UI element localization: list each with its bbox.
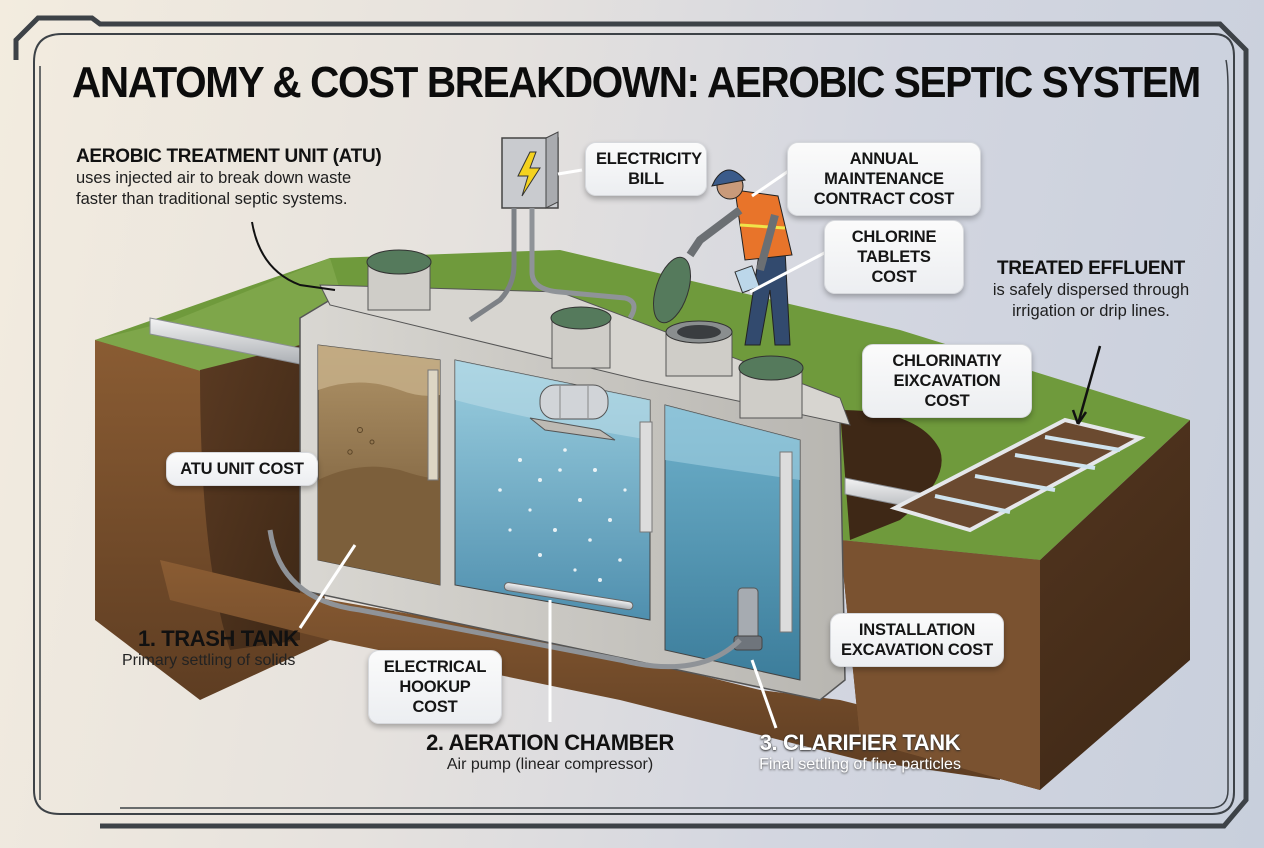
effluent-description: TREATED EFFLUENT is safely dispersed thr… xyxy=(966,258,1216,322)
effluent-pump xyxy=(733,587,763,651)
atu-description: AEROBIC TREATMENT UNIT (ATU) uses inject… xyxy=(76,146,382,210)
callout-electrical-hookup: ELECTRICAL HOOKUP COST xyxy=(368,650,502,724)
effluent-desc-line2: irrigation or drip lines. xyxy=(1012,302,1170,320)
drip-irrigation-field xyxy=(889,417,1146,533)
riser-chlorinator xyxy=(653,256,733,377)
maintenance-worker xyxy=(686,169,793,346)
electrical-conduit xyxy=(468,208,517,323)
atu-desc-line2: faster than traditional septic systems. xyxy=(76,190,348,208)
riser-3 xyxy=(738,355,804,419)
riser-1 xyxy=(366,249,432,311)
lightning-bolt-icon xyxy=(517,151,541,197)
stage-3-clarifier-tank: 3. CLARIFIER TANK Final settling of fine… xyxy=(759,730,961,773)
electrical-box xyxy=(501,131,559,209)
page-title: ANATOMY & COST BREAKDOWN: AEROBIC SEPTIC… xyxy=(72,58,1201,107)
callout-chlorination-excavation: CHLORINATIY EIXCAVATION COST xyxy=(862,344,1032,418)
atu-heading: AEROBIC TREATMENT UNIT (ATU) xyxy=(76,146,382,167)
callout-chlorine-tablets: CHLORINE TABLETS COST xyxy=(824,220,964,294)
stage-2-aeration-chamber: 2. AERATION CHAMBER Air pump (linear com… xyxy=(426,730,674,773)
riser-2 xyxy=(550,306,612,369)
diffuser-bar xyxy=(503,582,634,611)
callout-annual-maintenance: ANNUAL MAINTENANCE CONTRACT COST xyxy=(787,142,981,216)
air-compressor xyxy=(529,384,616,441)
effluent-desc-line1: is safely dispersed through xyxy=(992,281,1190,299)
atu-desc-line1: uses injected air to break down waste xyxy=(76,169,352,187)
effluent-heading: TREATED EFFLUENT xyxy=(996,258,1185,279)
leader-lines xyxy=(251,168,1102,729)
callout-installation-excavation: INSTALLATION EXCAVATION COST xyxy=(830,613,1004,667)
callout-atu-unit-cost: ATU UNIT COST xyxy=(166,452,318,486)
callout-electricity-bill: ELECTRICITY BILL xyxy=(585,142,707,196)
stage-1-trash-tank: 1. TRASH TANK Primary settling of solids xyxy=(122,626,299,669)
